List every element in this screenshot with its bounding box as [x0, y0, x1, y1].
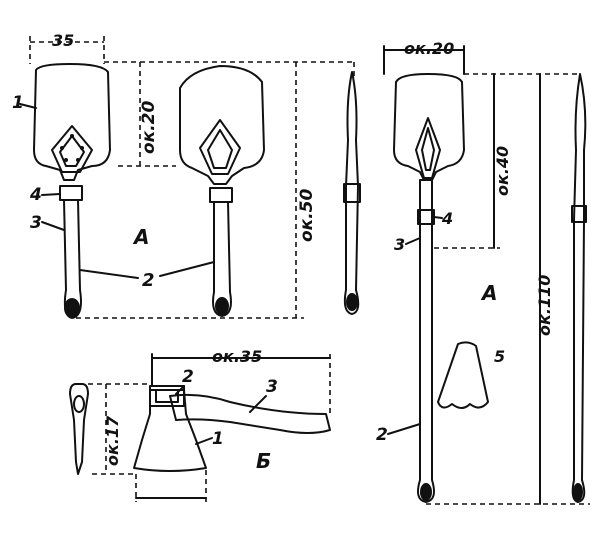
small-shovel-length-dim: ок.50	[297, 188, 317, 242]
large-shovel-part-3: 3	[394, 235, 405, 254]
axe-length-dim: ок.35	[212, 347, 262, 366]
small-shovel-part-3: 3	[30, 213, 42, 233]
large-shovel-dimensions	[383, 45, 590, 505]
small-shovel-side-view	[343, 71, 361, 315]
small-shovel-blade-dim: ок.20	[139, 100, 159, 154]
axe-part-2: 2	[182, 367, 194, 387]
small-shovel-back-view	[179, 65, 265, 317]
axe-height-dim: ок.17	[103, 415, 122, 466]
large-shovel-side-view	[571, 73, 587, 503]
small-shovel-part-1: 1	[12, 93, 24, 113]
axe-part-3: 3	[266, 377, 278, 397]
axe-variant-label: Б	[256, 449, 271, 473]
small-shovel-dimensions	[29, 36, 355, 319]
small-shovel-variant-label: A	[132, 225, 149, 249]
axe-part-1: 1	[212, 429, 224, 449]
large-shovel-head-detail	[437, 341, 489, 409]
small-shovel-part-2: 2	[142, 270, 155, 291]
large-shovel-part-4: 4	[441, 209, 453, 228]
large-shovel-front-view	[393, 73, 465, 503]
large-shovel-length-dim: ок.110	[535, 275, 554, 336]
axe-dimensions	[88, 353, 331, 502]
small-shovel-front-view	[33, 63, 111, 319]
large-shovel-part-5: 5	[494, 347, 505, 366]
large-shovel-variant-label: А	[480, 281, 497, 305]
large-shovel-width-dim: ок.20	[404, 39, 454, 58]
small-shovel-width-dim: 35	[52, 31, 74, 50]
axe-front-view	[133, 385, 331, 472]
large-shovel-blade-dim: ок.40	[493, 146, 512, 196]
small-shovel-part-4: 4	[29, 185, 42, 205]
large-shovel-part-2: 2	[376, 425, 388, 445]
axe-side-view	[69, 383, 89, 475]
